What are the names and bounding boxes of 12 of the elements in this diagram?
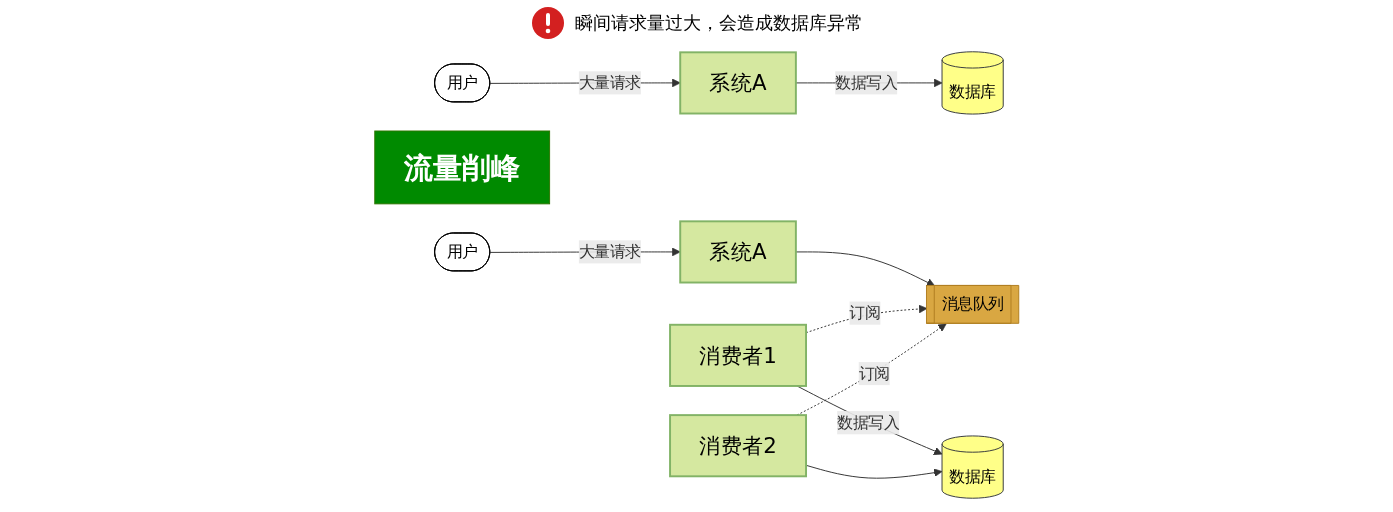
edge-label: 数据写入 [834, 73, 898, 92]
node-box: 消费者1 [668, 323, 807, 387]
edge-label: 大量请求 [578, 242, 641, 261]
node-box: 系统A [679, 220, 797, 284]
node-box: 消费者2 [668, 414, 807, 478]
node-box: 系统A [679, 51, 797, 115]
node-box: 流量削峰 [374, 130, 550, 205]
edge-label: 数据写入 [836, 413, 900, 432]
edge-label: 订阅 [858, 364, 890, 383]
edge-label: 订阅 [849, 303, 881, 322]
note-text: 瞬间请求量过大，会造成数据库异常 [574, 11, 863, 35]
edge-label: 大量请求 [578, 73, 641, 92]
